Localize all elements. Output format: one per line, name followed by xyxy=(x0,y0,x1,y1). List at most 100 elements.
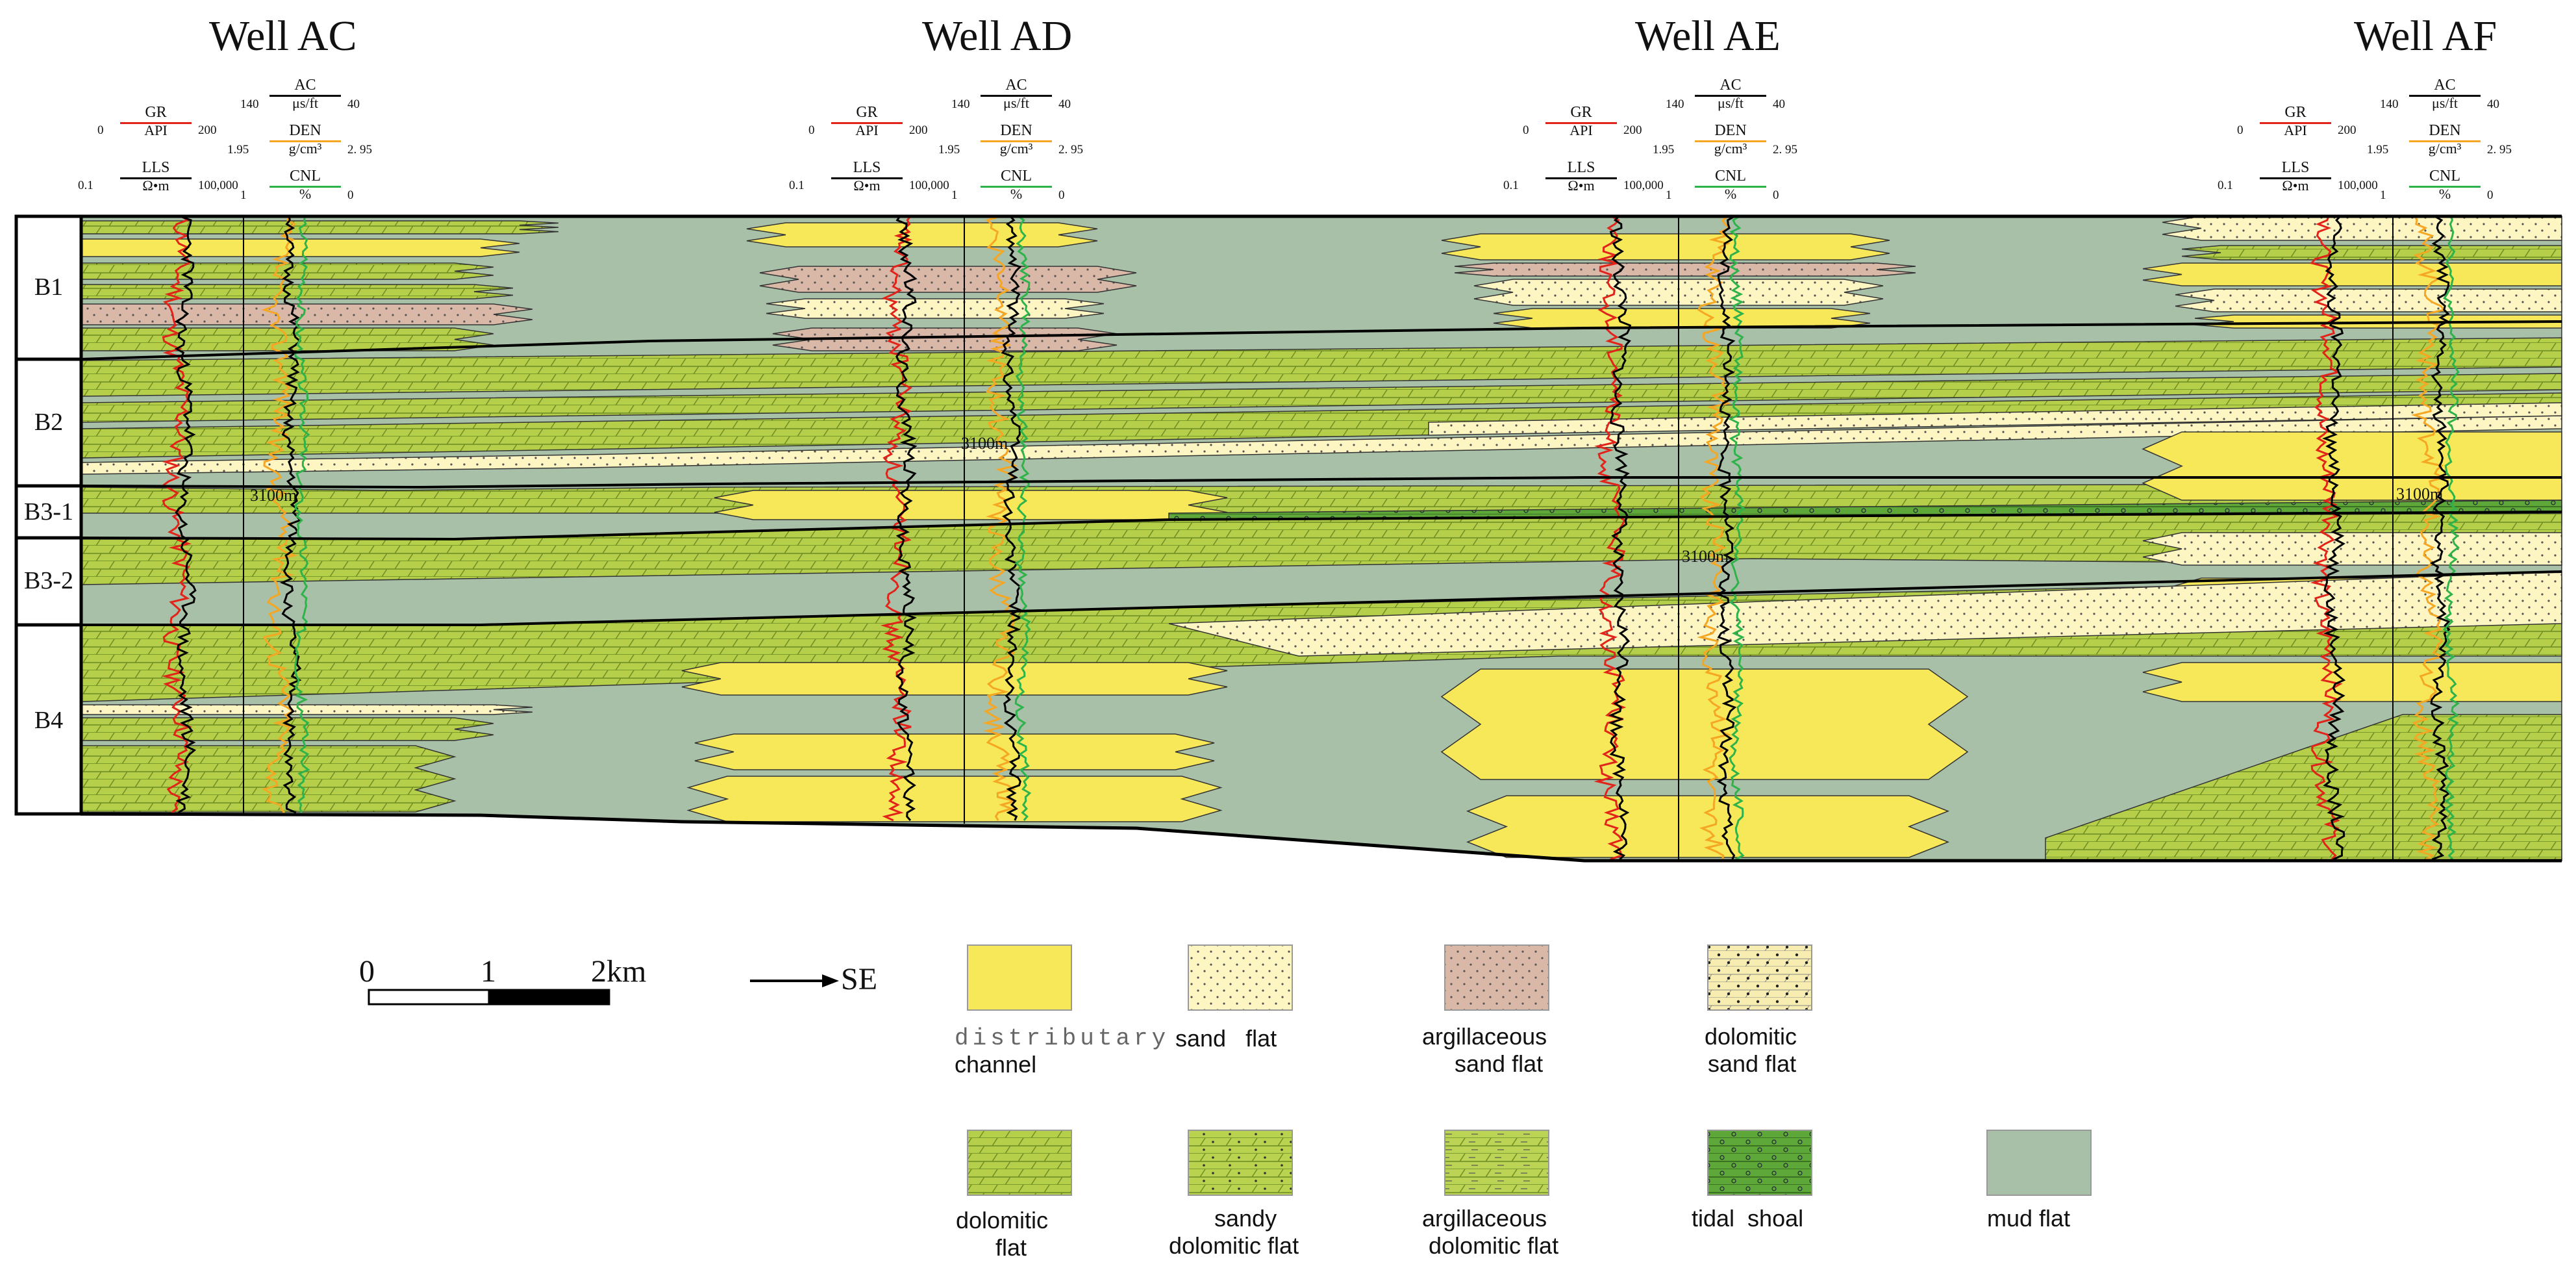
depth-marker-ac: 3100m xyxy=(250,486,297,505)
lls-header-unit-ad: Ω•m xyxy=(853,177,881,194)
lls-header-name-ae: LLS xyxy=(1567,159,1595,176)
scale-label-1: 1 xyxy=(481,954,496,989)
gr-header-hi-af: 200 xyxy=(2338,123,2357,137)
legend-swatch-dolomitic-flat xyxy=(967,1130,1072,1196)
gr-header-unit-ad: API xyxy=(855,122,879,138)
lls-header-line-ad xyxy=(831,177,903,179)
well-title-ae: Well AE xyxy=(1635,12,1781,60)
den-header-name-ac: DEN xyxy=(289,122,321,139)
ac-header-line-ad xyxy=(981,95,1052,97)
b1-sand-ad xyxy=(766,298,1105,319)
legend-label-sand-flat: sand flat xyxy=(1175,1025,1277,1052)
lls-header-hi-ad: 100,000 xyxy=(909,179,949,192)
ac-header-name-af: AC xyxy=(2434,77,2456,94)
cnl-header-unit-ad: % xyxy=(1010,186,1023,202)
cnl-header-name-ae: CNL xyxy=(1715,168,1746,184)
lls-header-lo-af: 0.1 xyxy=(2218,179,2233,192)
lls-header-lo-ac: 0.1 xyxy=(78,179,94,192)
lls-header-lo-ae: 0.1 xyxy=(1503,179,1519,192)
gr-header-name-ae: GR xyxy=(1570,104,1592,121)
unit-label-b3-1: B3-1 xyxy=(24,498,73,526)
lls-header-line-ac xyxy=(120,177,192,179)
gr-header-name-af: GR xyxy=(2284,104,2307,121)
unit-label-b3-2: B3-2 xyxy=(24,567,73,594)
den-header-name-af: DEN xyxy=(2429,122,2461,139)
ac-header-hi-ae: 40 xyxy=(1773,97,1785,111)
legend-label-dolomitic-flat: dolomitic flat xyxy=(1169,1232,1299,1259)
lls-header-unit-ae: Ω•m xyxy=(1568,177,1595,194)
b1-argsand-ad-1 xyxy=(759,266,1137,293)
gr-header-line-ae xyxy=(1545,122,1617,124)
cnl-header-lo-ad: 1 xyxy=(951,188,958,202)
cnl-curve-ac xyxy=(294,216,310,813)
lls-header-line-ae xyxy=(1545,177,1617,179)
den-header-hi-ad: 2. 95 xyxy=(1058,143,1083,157)
legend-label-sand-flat-2: sand flat xyxy=(1455,1050,1544,1077)
cnl-header-lo-ae: 1 xyxy=(1666,188,1672,202)
lls-header-unit-ac: Ω•m xyxy=(142,177,169,194)
ac-header-name-ae: AC xyxy=(1719,77,1742,94)
scale-bar xyxy=(368,989,610,1006)
cnl-header-line-ae xyxy=(1695,186,1766,188)
gr-header-unit-af: API xyxy=(2284,122,2307,138)
cnl-header-unit-ac: % xyxy=(299,186,312,202)
legend-label-dolomitic: dolomitic xyxy=(1705,1023,1797,1050)
legend-label-mud-flat: mud flat xyxy=(1987,1205,2071,1232)
ac-header-unit-af: μs/ft xyxy=(2432,95,2458,111)
b1-dolo-ac-3 xyxy=(81,284,514,299)
unit-boundary-line xyxy=(81,511,2562,541)
scale-label-2km: 2km xyxy=(591,954,647,989)
well-title-ad: Well AD xyxy=(922,12,1073,60)
b1-channel-ae-2 xyxy=(1493,308,1871,329)
b2-sand-2 xyxy=(1428,402,2562,436)
gr-header-hi-ac: 200 xyxy=(198,123,217,137)
b32-sand-af xyxy=(2142,532,2562,566)
ac-header-unit-ad: μs/ft xyxy=(1003,95,1029,111)
ac-header-hi-ad: 40 xyxy=(1058,97,1071,111)
gr-header-unit-ac: API xyxy=(144,122,168,138)
lls-curve-ae xyxy=(1608,215,1632,861)
lls-header-hi-ae: 100,000 xyxy=(1623,179,1664,192)
b1-sand-af-1 xyxy=(2162,216,2562,241)
cnl-header-hi-ac: 0 xyxy=(347,188,354,202)
unit-boundary-line xyxy=(81,812,2562,863)
cnl-header-name-ac: CNL xyxy=(290,168,321,184)
gr-header-line-af xyxy=(2260,122,2331,124)
unit-boundary-line xyxy=(81,570,2562,626)
legend-label-flat: flat xyxy=(995,1234,1027,1261)
legend-swatch-sandy-dolomitic-flat xyxy=(1188,1130,1293,1196)
legend-label-tidal-shoal: tidal shoal xyxy=(1692,1205,1804,1232)
b4-channel-ae-1 xyxy=(1440,668,1969,780)
depth-marker-ad: 3100m xyxy=(961,434,1008,453)
lls-header-lo-ad: 0.1 xyxy=(789,179,805,192)
den-header-unit-ad: g/cm³ xyxy=(999,140,1033,157)
legend-swatch-argillaceous-dolomitic-flat xyxy=(1444,1130,1549,1196)
den-header-line-ac xyxy=(269,140,341,142)
b1-dolo-af-1 xyxy=(2181,245,2562,260)
cnl-header-hi-af: 0 xyxy=(2487,188,2494,202)
den-header-name-ad: DEN xyxy=(1000,122,1032,139)
well-title-ac: Well AC xyxy=(209,12,357,60)
legend-label-dolomitic-flat-2: dolomitic flat xyxy=(1429,1232,1559,1259)
b4-channel-af xyxy=(2142,662,2562,702)
unit-boundary-line xyxy=(81,476,2562,489)
legend-label-argillaceous-2: argillaceous xyxy=(1422,1205,1547,1232)
cnl-header-lo-af: 1 xyxy=(2380,188,2386,202)
legend-swatch-tidal-shoal xyxy=(1707,1130,1812,1196)
cnl-header-unit-af: % xyxy=(2438,186,2451,202)
legend-swatches xyxy=(967,944,2092,1196)
legend-label-distributary: distributary xyxy=(955,1025,1170,1052)
b1-argsand-ac xyxy=(81,303,533,325)
legend-label-sand-flat-3: sand flat xyxy=(1708,1050,1797,1077)
lls-header-name-ac: LLS xyxy=(142,159,170,176)
cnl-header-line-af xyxy=(2409,186,2481,188)
gr-header-unit-ae: API xyxy=(1569,122,1593,138)
den-header-line-af xyxy=(2409,140,2481,142)
b1-channel-af-1 xyxy=(2142,262,2562,286)
den-header-lo-ad: 1.95 xyxy=(938,143,960,157)
lls-header-name-ad: LLS xyxy=(853,159,881,176)
ac-header-hi-af: 40 xyxy=(2487,97,2499,111)
legend-swatch-sand-flat xyxy=(1188,944,1293,1011)
cnl-header-name-af: CNL xyxy=(2429,168,2460,184)
